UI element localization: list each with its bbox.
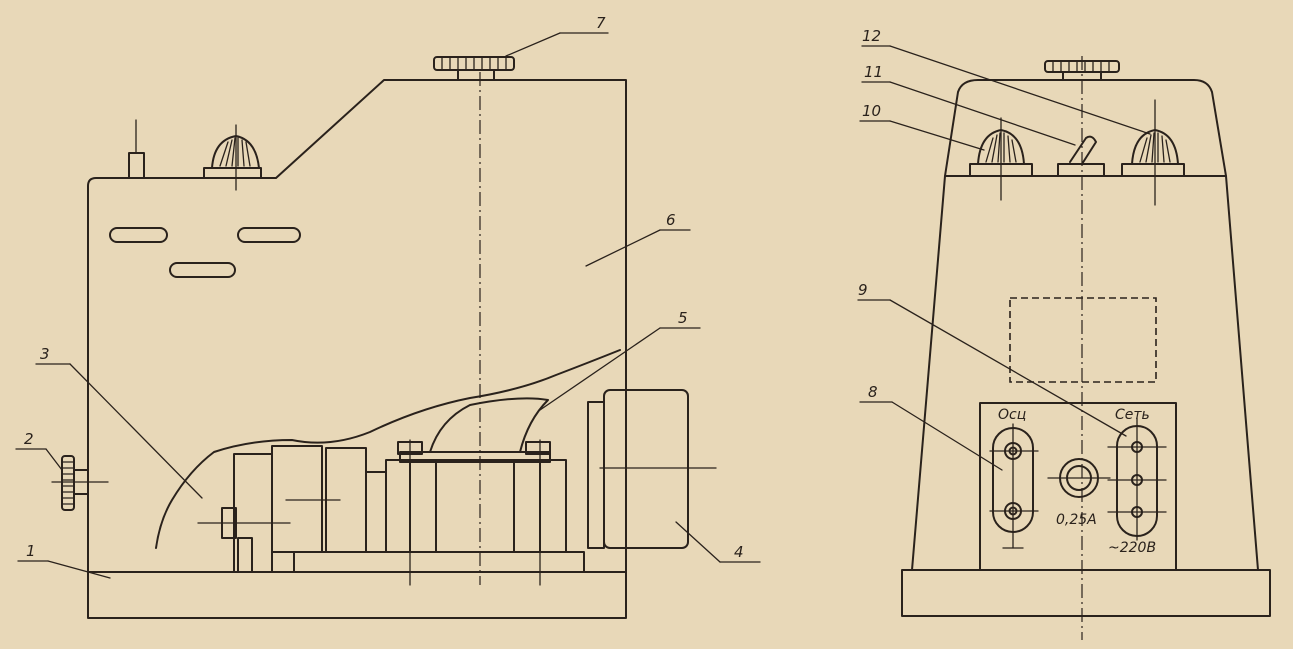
callout-5: 5 [678,309,688,327]
callout-6: 6 [666,211,676,229]
mains-connector-strip [1107,417,1167,541]
hidden-component-outline [1009,297,1157,383]
callout-12: 12 [862,27,881,45]
callout-11: 11 [864,63,883,81]
front-knob-left [969,117,1033,201]
callout-1: 1 [26,542,36,560]
vent-slot [237,227,301,243]
vent-slot [109,227,168,243]
front-housing-outline [911,175,1259,571]
top-post [128,119,145,179]
callout-10: 10 [862,102,881,120]
callout-2: 2 [24,430,34,448]
callout-4: 4 [734,543,744,561]
top-knob [433,56,515,81]
connector-panel [979,402,1177,571]
cutaway-break-line [155,349,621,549]
osc-label: Осц [998,407,1026,423]
front-top-cap [944,79,1227,177]
side-view: 1 2 3 4 5 6 7 [15,14,761,619]
callout-9: 9 [858,281,868,299]
side-knob [51,455,109,511]
voltage-label: ~220В [1108,540,1156,556]
front-base-plate [901,569,1271,617]
leader-lines [15,32,761,579]
front-view: Осц Сеть 0,25А ~220В 8 9 10 11 12 [857,27,1271,640]
base-plate [87,571,627,619]
front-leader-lines [857,45,1151,471]
network-label: Сеть [1115,407,1150,423]
conical-knob-side [203,124,262,191]
front-toggle-switch [1057,135,1105,177]
motor [587,389,717,549]
callout-3: 3 [40,345,50,363]
osc-connector-strip [989,423,1039,549]
fuse-rating-label: 0,25А [1056,512,1097,528]
front-knob-right [1121,99,1185,206]
callout-8: 8 [868,383,878,401]
housing-outline [87,79,627,573]
callout-7: 7 [596,14,606,32]
fuse-holder [1047,458,1111,498]
internal-mechanism [197,397,585,586]
vent-slot [169,262,236,278]
